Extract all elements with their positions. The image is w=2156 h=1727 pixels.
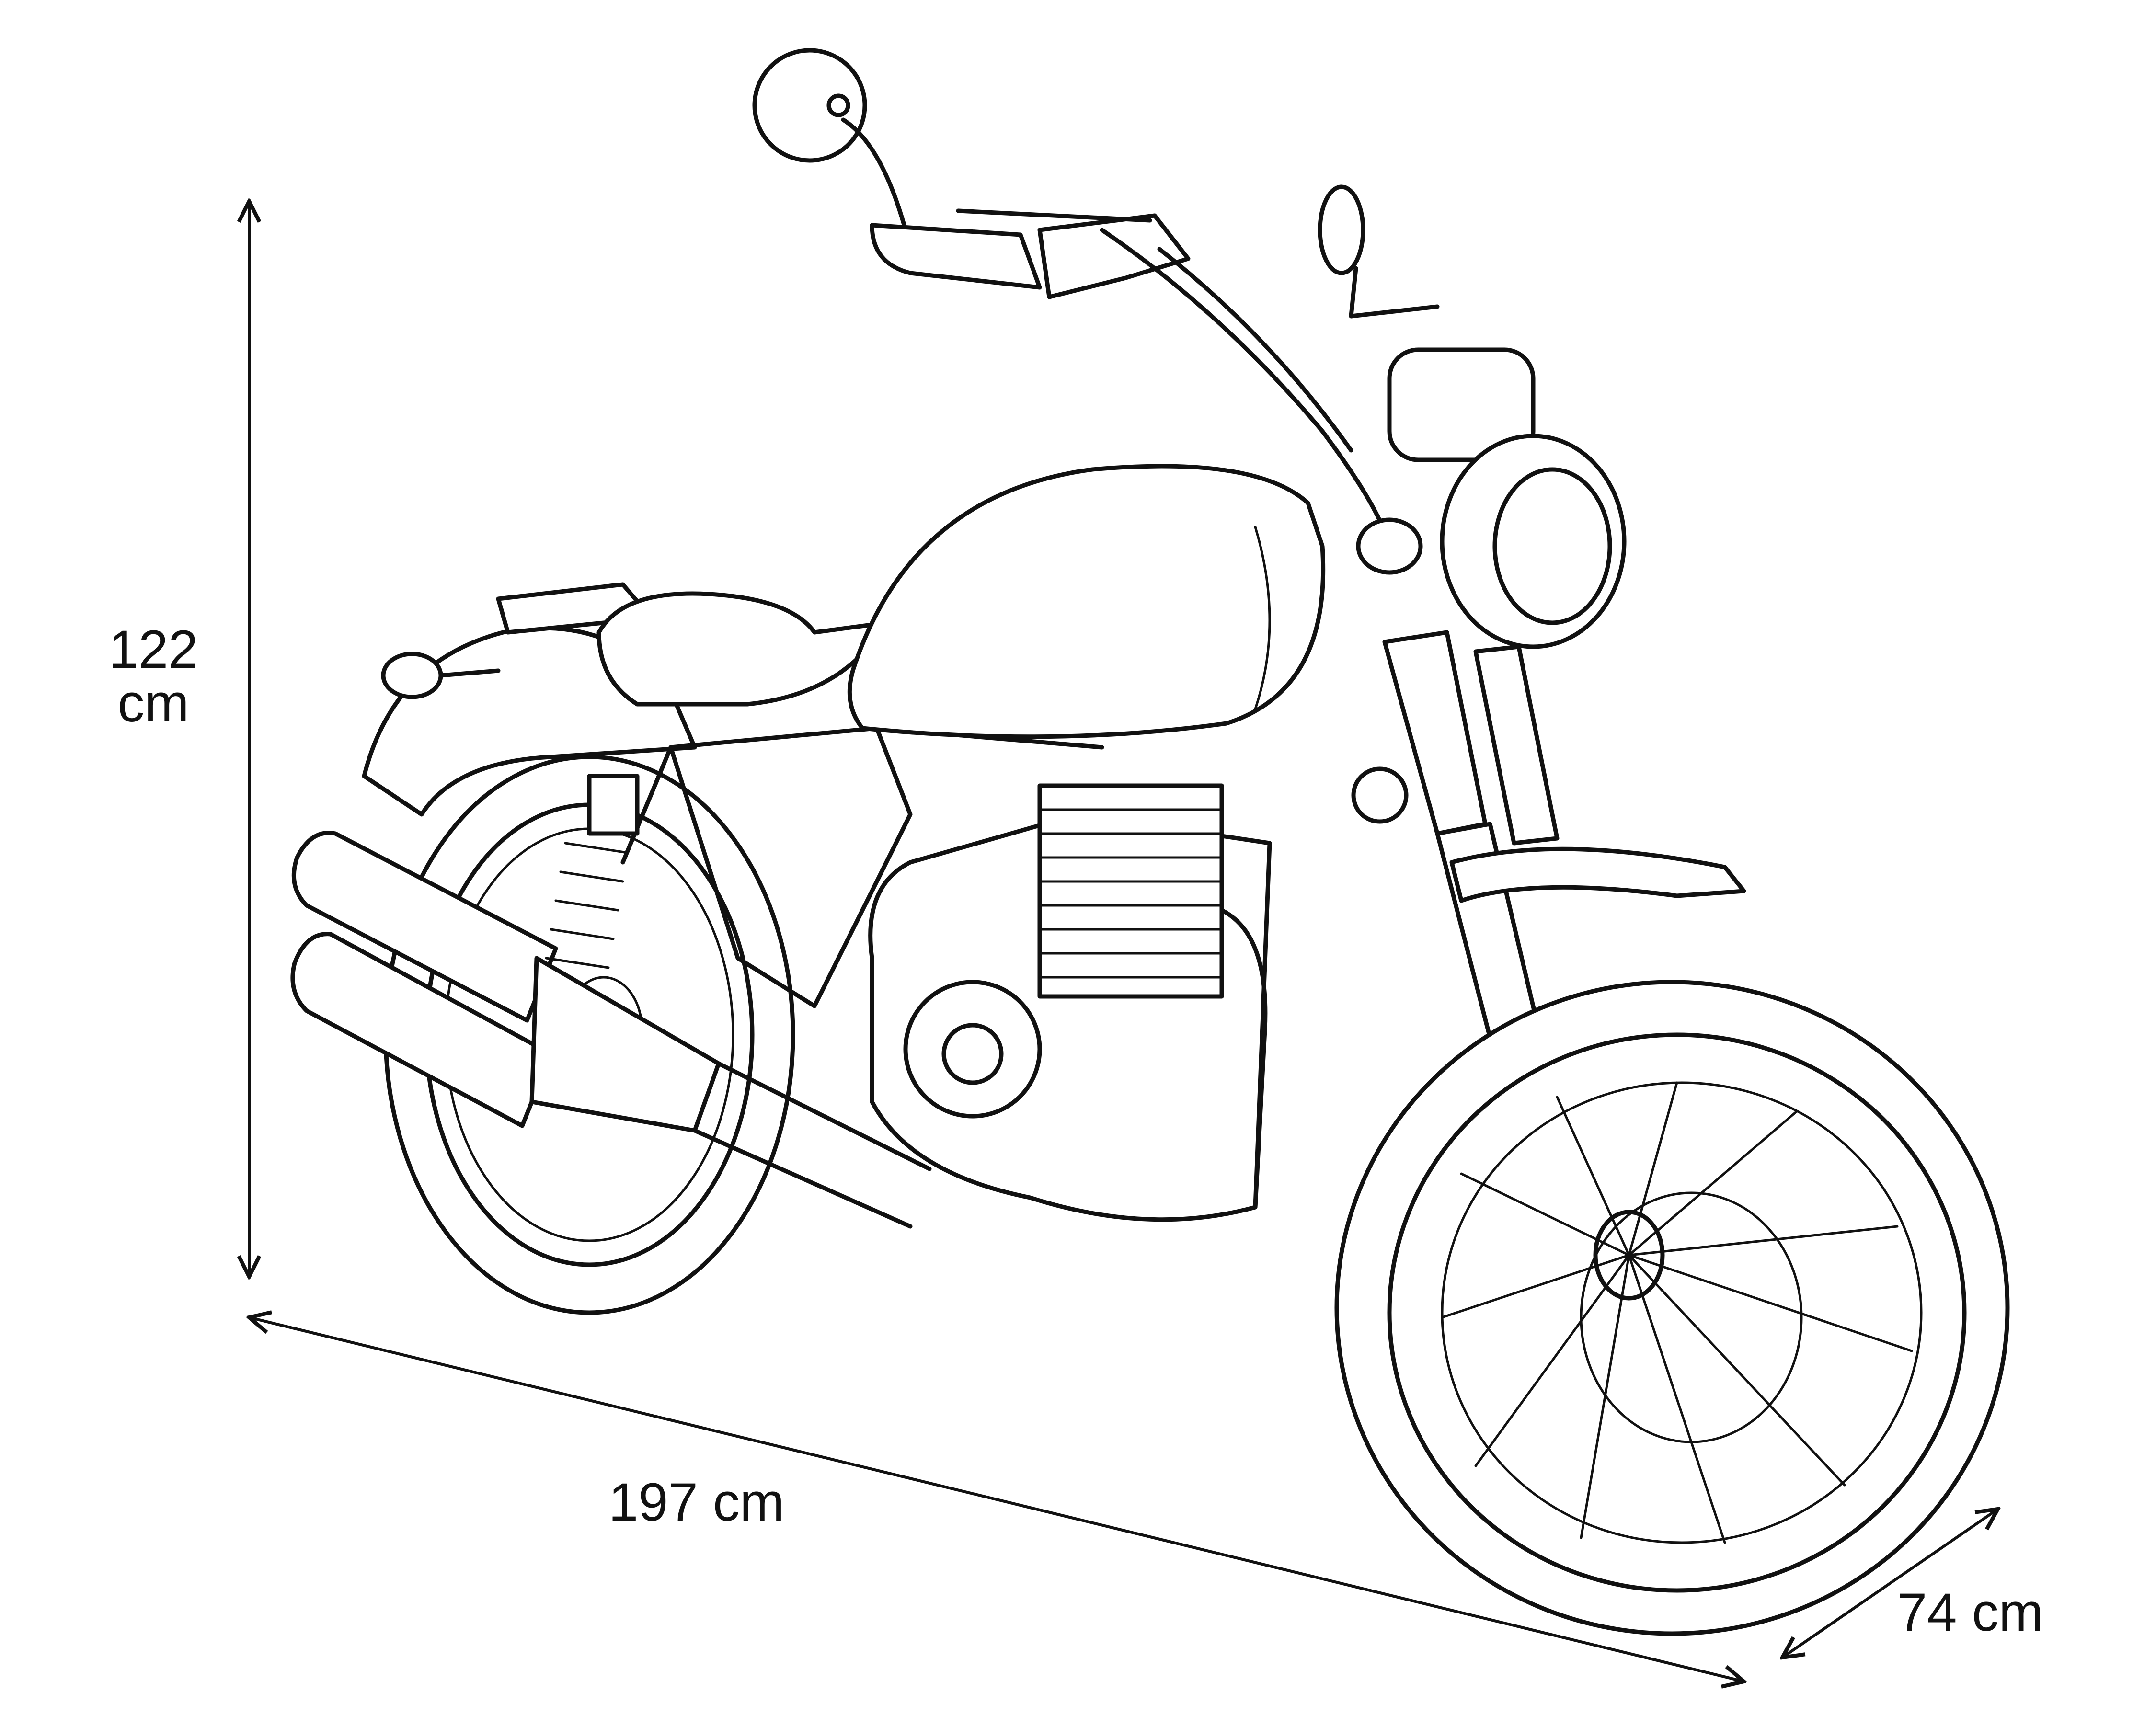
exhaust <box>290 831 932 1229</box>
motorcycle-icon <box>290 48 2010 1636</box>
width-label: 74 cm <box>1897 1582 2043 1642</box>
front-wheel <box>1334 846 2010 1636</box>
fuel-tank <box>847 464 1326 739</box>
width-dimension-line <box>1782 1509 1998 1658</box>
handlebar-assembly <box>752 48 1440 549</box>
height-value: 122 <box>108 619 198 679</box>
length-label: 197 cm <box>608 1472 785 1532</box>
headlight <box>1356 347 1627 649</box>
height-label: 122 cm <box>105 623 201 730</box>
rear-shock <box>545 774 640 969</box>
height-unit: cm <box>117 673 189 733</box>
length-dimension-line <box>249 1317 1744 1681</box>
engine <box>868 783 1272 1222</box>
frame-seat <box>596 591 1104 1008</box>
